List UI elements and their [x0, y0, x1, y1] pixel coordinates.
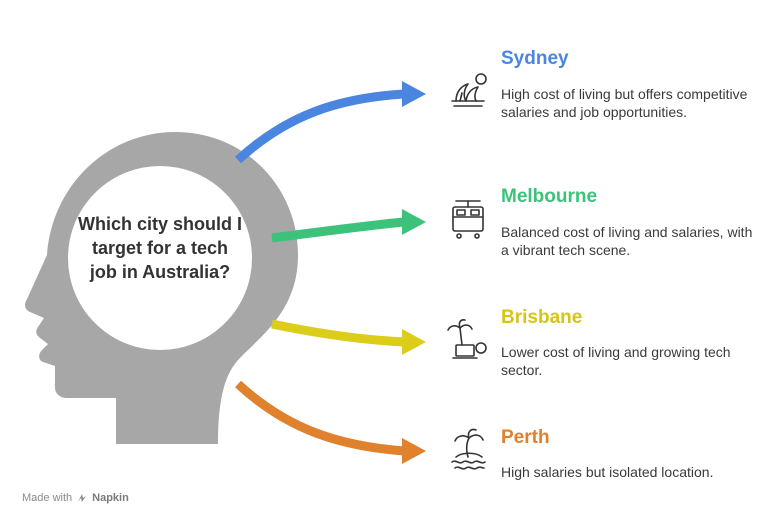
island-icon [451, 428, 486, 470]
arrow-melbourne [271, 209, 426, 243]
city-title-sydney: Sydney [501, 48, 569, 69]
beach-laptop-icon [447, 319, 487, 359]
footer-credit: Made with Napkin [22, 492, 129, 504]
footer-made-with: Made with [22, 492, 73, 504]
city-title-perth: Perth [501, 427, 550, 448]
city-description-sydney: High cost of living but offers competiti… [501, 86, 748, 120]
tram-icon [452, 200, 484, 239]
city-description-perth: High salaries but isolated location. [501, 464, 714, 480]
opera-house-icon [451, 73, 487, 107]
arrow-perth [234, 380, 426, 464]
city-description-brisbane: Lower cost of living and growing tech se… [501, 344, 731, 378]
city-description-melbourne: Balanced cost of living and salaries, wi… [501, 224, 753, 258]
city-title-melbourne: Melbourne [501, 186, 598, 207]
central-question: Which city should I target for a tech jo… [78, 214, 243, 282]
city-title-brisbane: Brisbane [501, 307, 583, 328]
question-circle [68, 166, 252, 350]
napkin-logo-icon [78, 494, 87, 502]
arrow-sydney [234, 81, 426, 164]
footer-brand: Napkin [92, 492, 129, 504]
arrow-brisbane [271, 319, 426, 355]
